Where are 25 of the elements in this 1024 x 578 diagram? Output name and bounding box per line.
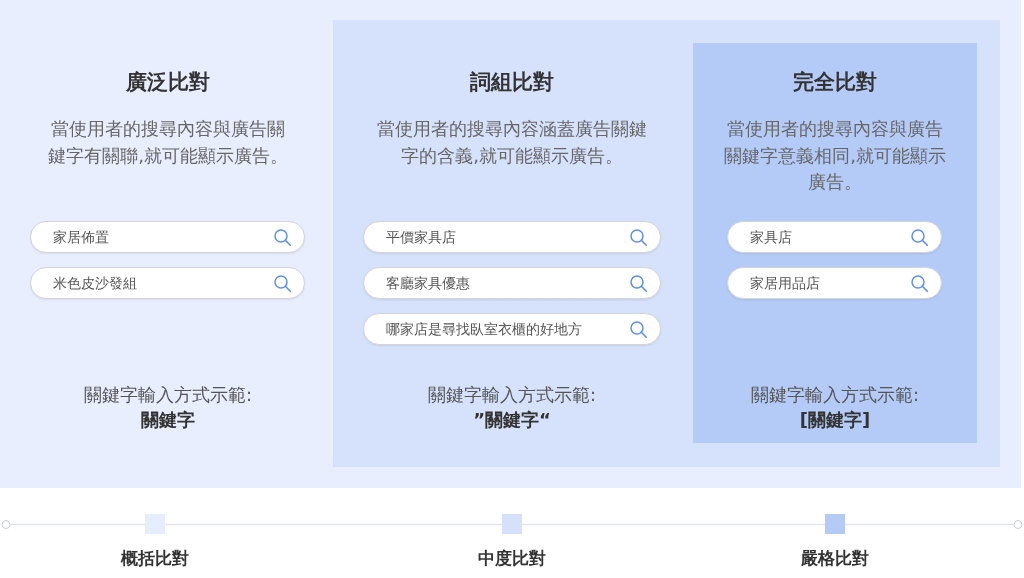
search-field: 家居佈置 xyxy=(30,221,305,253)
example-keyword: ”關鍵字“ xyxy=(473,407,551,432)
description-text: 當使用者的搜尋內容涵蓋廣告關鍵字的含義,就可能顯示廣告。 xyxy=(376,117,648,168)
example-label: 關鍵字輸入方式示範: xyxy=(427,382,597,407)
panel xyxy=(333,20,1000,467)
panel-title: 廣泛比對 xyxy=(126,69,210,96)
legend-label: 概括比對 xyxy=(121,547,189,569)
search-field: 米色皮沙發組 xyxy=(30,267,305,299)
description-text: 當使用者的搜尋內容與廣告關鍵字意義相同,就可能顯示廣告。 xyxy=(723,117,947,194)
example-label: 關鍵字輸入方式示範: xyxy=(83,382,253,407)
panel-title: 完全比對 xyxy=(793,69,877,96)
panel xyxy=(693,43,977,443)
example-keyword: [關鍵字] xyxy=(799,407,871,432)
description-text: 當使用者的搜尋內容與廣告關鍵字有關聯,就可能顯示廣告。 xyxy=(47,117,289,168)
search-field: 家具店 xyxy=(727,221,942,253)
legend-label: 中度比對 xyxy=(478,547,546,569)
legend-label: 嚴格比對 xyxy=(801,547,869,569)
search-field: 家居用品店 xyxy=(727,267,942,299)
search-field: 客廳家具優惠 xyxy=(363,267,661,299)
example-label: 關鍵字輸入方式示範: xyxy=(750,382,920,407)
search-field: 平價家具店 xyxy=(363,221,661,253)
example-keyword: 關鍵字 xyxy=(141,407,195,432)
panel-title: 詞組比對 xyxy=(470,69,554,96)
search-field: 哪家店是尋找臥室衣櫃的好地方 xyxy=(363,313,661,345)
panel xyxy=(0,0,1021,488)
